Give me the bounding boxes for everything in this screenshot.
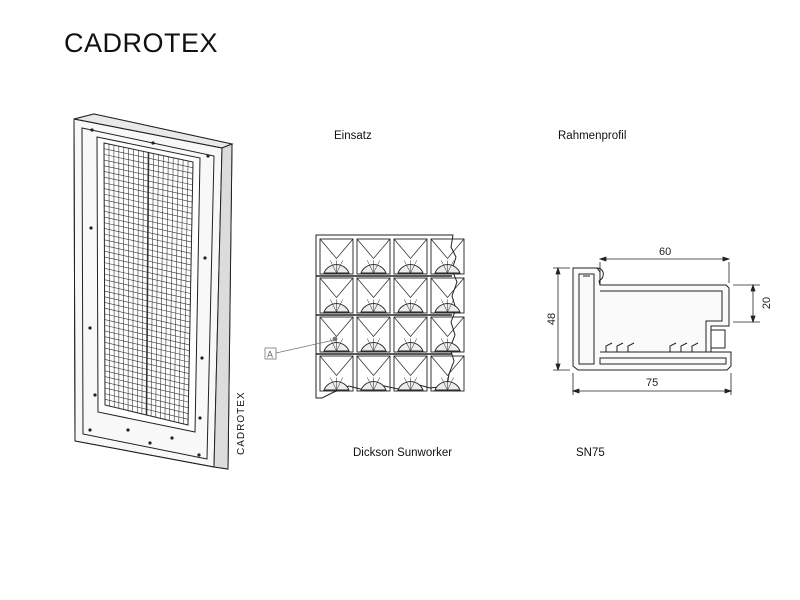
insert-label: Einsatz — [334, 130, 372, 142]
insert-cell — [430, 316, 465, 353]
insert-cell-ray — [404, 299, 411, 313]
insert-cell-ray — [404, 377, 411, 391]
insert-cell-ray — [367, 260, 374, 274]
insert-cell-ray — [373, 338, 380, 352]
insert-cell-fold — [356, 277, 391, 298]
insert-cell-ray — [441, 299, 448, 313]
frame-profile-label: Rahmenprofil — [558, 130, 627, 142]
insert-cell-ray — [373, 377, 380, 391]
insert-detail-drawing — [315, 234, 465, 399]
insert-cell-fold — [430, 355, 465, 376]
insert-cell-ray — [410, 260, 417, 274]
insert-cell — [393, 238, 428, 275]
frame-panel-drawing — [73, 113, 234, 470]
insert-cell-fold — [319, 277, 354, 298]
insert-cell-fold — [393, 238, 428, 259]
profile-name: SN75 — [576, 447, 605, 459]
insert-cell-ray — [367, 299, 374, 313]
insert-cell-fold — [319, 238, 354, 259]
frame-profile-drawing — [572, 267, 732, 371]
dim-bottom-75: 75 — [646, 377, 658, 389]
insert-cell-ray — [336, 260, 343, 274]
insert-cell — [356, 355, 391, 392]
insert-cell-ray — [373, 260, 380, 274]
insert-cell-ray — [447, 299, 454, 313]
page-title: CADROTEX — [64, 28, 219, 58]
insert-name: Dickson Sunworker — [353, 447, 453, 459]
insert-cell — [356, 238, 391, 275]
insert-cell-ray — [441, 260, 448, 274]
insert-callout-text: A — [267, 350, 273, 360]
insert-cell-ray — [330, 299, 337, 313]
insert-cell — [393, 316, 428, 353]
insert-cell-fold — [430, 316, 465, 337]
insert-cell-ray — [330, 260, 337, 274]
profile-dimensions — [553, 256, 760, 395]
insert-cell-fold — [356, 316, 391, 337]
dim-left-48: 48 — [546, 313, 558, 325]
insert-cell — [319, 316, 354, 353]
insert-cell-ray — [330, 377, 337, 391]
insert-cell-ray — [441, 377, 448, 391]
insert-cell-ray — [410, 377, 417, 391]
insert-cell — [319, 238, 354, 275]
insert-cell-fold — [393, 316, 428, 337]
insert-cell-ray — [367, 338, 374, 352]
insert-cell-fold — [356, 355, 391, 376]
insert-cell-ray — [367, 377, 374, 391]
insert-cell-ray — [447, 377, 454, 391]
insert-cell-ray — [447, 260, 454, 274]
insert-cell — [356, 277, 391, 314]
insert-cell-fold — [430, 277, 465, 298]
insert-cell — [356, 316, 391, 353]
insert-cell — [430, 277, 465, 314]
insert-cell — [393, 355, 428, 392]
insert-cell-ray — [336, 338, 343, 352]
dim-right-20: 20 — [761, 297, 773, 309]
insert-cell-ray — [410, 338, 417, 352]
insert-cell — [319, 277, 354, 314]
insert-cell-fold — [393, 277, 428, 298]
insert-cell — [393, 277, 428, 314]
insert-cell — [430, 238, 465, 275]
insert-cell-fold — [319, 316, 354, 337]
insert-callout-a — [264, 336, 338, 360]
insert-cell-ray — [404, 260, 411, 274]
insert-cell — [319, 355, 354, 392]
insert-cell-ray — [441, 338, 448, 352]
insert-cell-fold — [393, 355, 428, 376]
mesh-center-seam — [145, 152, 150, 416]
insert-cell-fold — [356, 238, 391, 259]
insert-cell-ray — [404, 338, 411, 352]
insert-cell-ray — [336, 299, 343, 313]
insert-cell-ray — [373, 299, 380, 313]
insert-cell-ray — [336, 377, 343, 391]
insert-cell-fold — [319, 355, 354, 376]
insert-cell — [430, 355, 465, 392]
insert-cell-ray — [447, 338, 454, 352]
dim-top-60: 60 — [659, 246, 671, 258]
insert-cell-fold — [430, 238, 465, 259]
insert-cell-ray — [410, 299, 417, 313]
